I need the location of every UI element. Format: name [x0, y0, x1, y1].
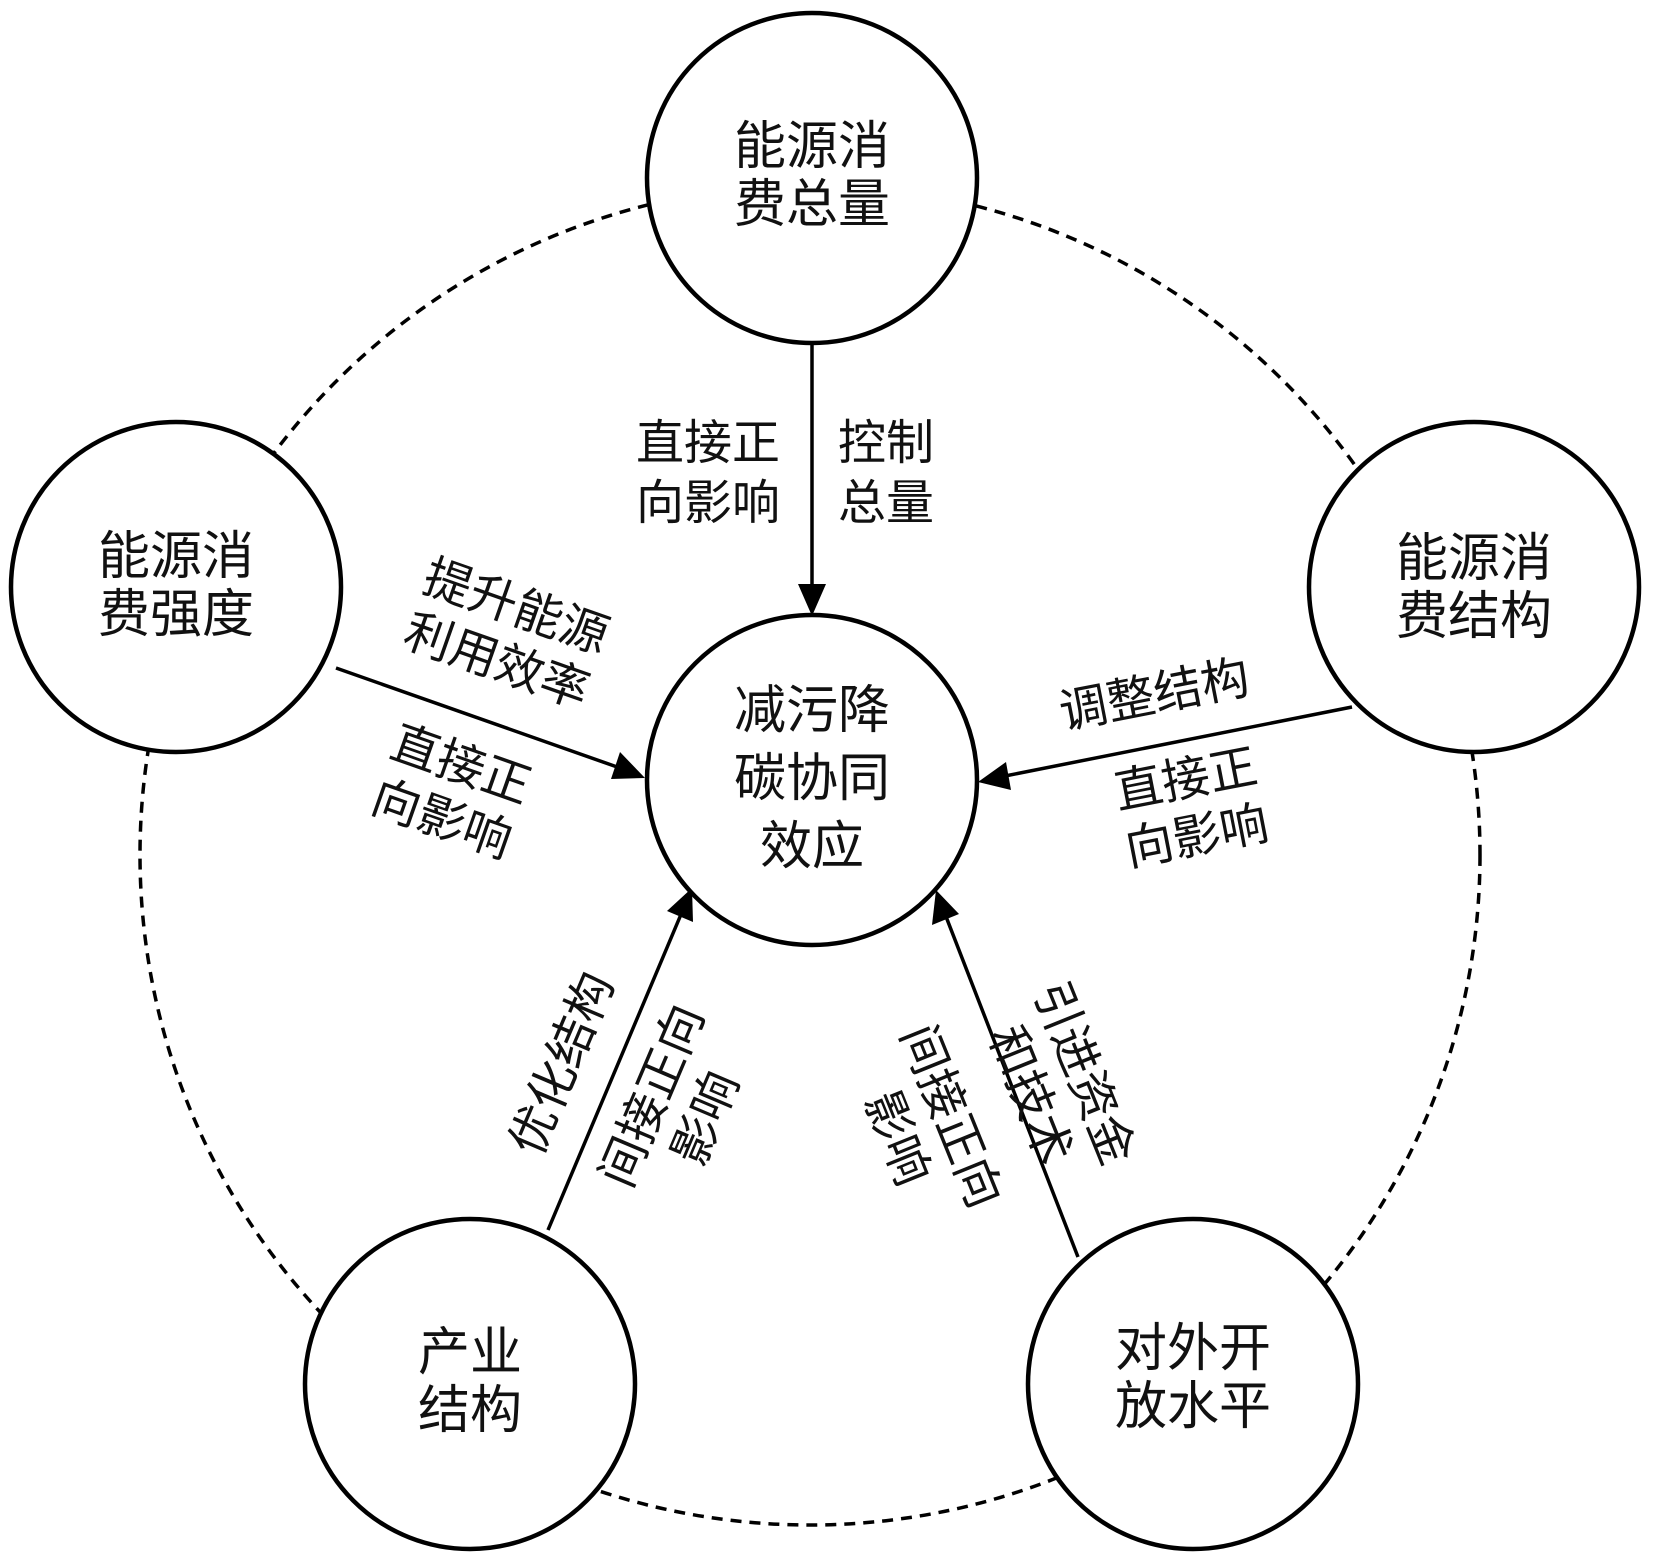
label-top-right-line-2: 总量	[838, 475, 934, 531]
node-left-line-2: 费强度	[98, 585, 254, 645]
node-left-line-1: 能源消	[98, 527, 254, 587]
label-bottom-left-inner: 间接正向 影响	[589, 997, 750, 1196]
arrow-bottom-right-to-center	[932, 890, 1080, 1258]
label-top-left-line-2: 向影响	[636, 475, 780, 531]
node-bottom-right-line-1: 对外开	[1115, 1319, 1271, 1379]
node-bottom-left: 产业 结构	[302, 1216, 638, 1552]
label-top-right-line-1: 控制	[838, 415, 934, 471]
label-right-upper-line-1: 调整结构	[1055, 649, 1254, 741]
label-left-upper: 提升能源 利用效率	[397, 549, 616, 720]
node-top-line-1: 能源消	[734, 117, 890, 177]
label-top-left: 直接正 向影响	[636, 415, 780, 531]
node-bottom-left-line-1: 产业	[418, 1323, 522, 1383]
arrow-left-to-center	[335, 666, 645, 779]
label-right-upper: 调整结构	[1055, 649, 1254, 741]
node-center-line-2: 碳协同	[734, 749, 890, 809]
node-top: 能源消 费总量	[644, 10, 980, 346]
node-bottom-right-line-2: 放水平	[1115, 1377, 1271, 1437]
node-center-line-1: 减污降	[734, 681, 890, 741]
arrow-top-to-center	[798, 342, 826, 616]
label-top-right: 控制 总量	[838, 415, 934, 531]
label-left-lower: 直接正 向影响	[364, 715, 538, 870]
label-top-left-line-1: 直接正	[636, 415, 780, 471]
arrow-right-to-center	[978, 705, 1353, 790]
node-right-line-2: 费结构	[1396, 587, 1552, 647]
node-bottom-right: 对外开 放水平	[1025, 1216, 1361, 1552]
arrow-bottom-left-to-center	[546, 888, 693, 1231]
node-right-line-1: 能源消	[1396, 529, 1552, 589]
node-top-line-2: 费总量	[734, 175, 890, 235]
node-bottom-left-line-2: 结构	[418, 1381, 522, 1441]
node-center: 减污降 碳协同 效应	[644, 612, 980, 948]
node-left: 能源消 费强度	[8, 419, 344, 755]
node-center-line-3: 效应	[760, 817, 864, 877]
node-right: 能源消 费结构	[1306, 419, 1642, 755]
label-right-lower: 直接正 向影响	[1110, 738, 1273, 877]
